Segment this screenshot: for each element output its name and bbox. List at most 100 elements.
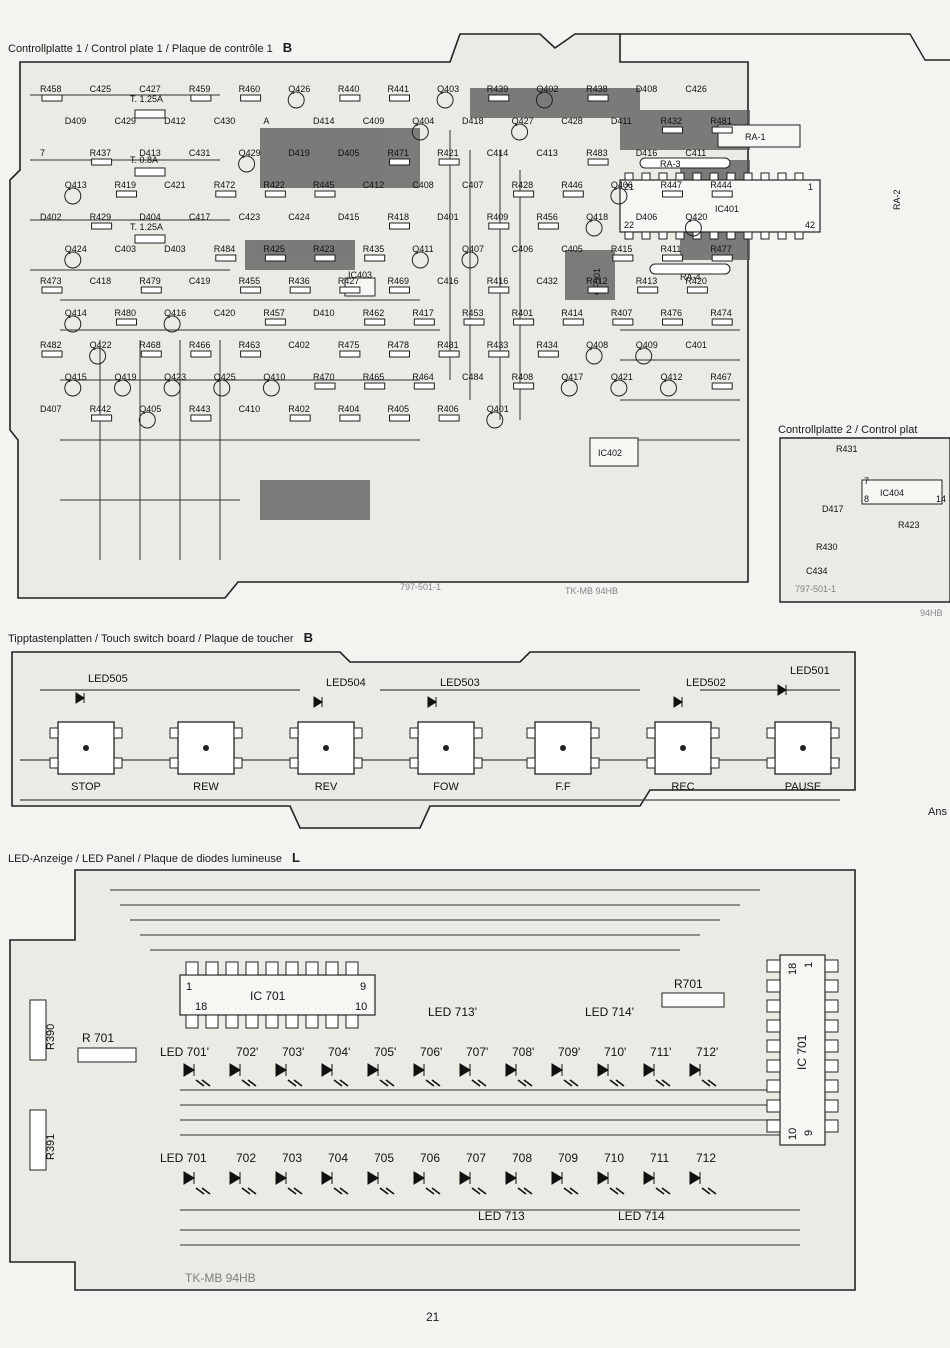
component-label: Q429 [239,148,261,158]
ic-pin [205,961,219,976]
component-label: C408 [412,180,434,190]
component-label: D403 [164,244,186,254]
switch-pad [830,727,840,739]
light-ray-icon [241,1079,257,1087]
ic-pin-label: 9 [360,981,366,993]
ic-pin [766,999,781,1013]
component-label: R439 [487,84,509,94]
transistor-icon [287,91,305,109]
transistor-icon [411,251,429,269]
led-label: 704' [328,1045,350,1059]
component-label: R427 [338,276,360,286]
led-icon [459,1171,471,1185]
touch-switches: STOP REW REV FOW F.F REC PAUSE [49,721,840,793]
resistor-icon [339,350,361,358]
component-label: R483 [586,148,608,158]
led-label: 704 [328,1151,348,1165]
component-label: Q417 [561,372,583,382]
ic-pin [285,1014,299,1029]
resistor-icon [190,94,212,102]
component-label: Q408 [586,340,608,350]
caption-right-cut: Ans [928,806,947,818]
caption-text: LED-Anzeige / LED Panel / Plaque de diod… [8,853,282,865]
resistor-icon [537,222,559,230]
caption-led-panel: LED-Anzeige / LED Panel / Plaque de diod… [8,850,300,865]
ic404-body [861,479,943,505]
component-label: R417 [412,308,434,318]
component-label: R407 [611,308,633,318]
transistor-icon [560,379,578,397]
ic-pin [766,1039,781,1053]
board-letter: B [282,40,293,55]
component-label: R421 [437,148,459,158]
led-label: 706' [420,1045,442,1059]
ic-pin [824,1019,839,1033]
component-label: Q421 [611,372,633,382]
resistor-icon [662,318,683,326]
switch-rec[interactable]: REC [646,721,720,793]
component-label: R432 [661,116,683,126]
switch-rev[interactable]: REV [289,721,363,793]
component-label: C419 [189,276,211,286]
component-label: C427 [139,84,161,94]
ic-label: IC401 [715,204,739,214]
cf-label: CF501 [592,268,602,295]
switch-pause[interactable]: PAUSE [766,721,840,793]
component-label: D413 [139,148,161,158]
ic-pin [325,961,339,976]
light-ray-icon [379,1079,395,1087]
component-label: R476 [661,308,683,318]
resistor-icon [190,350,212,358]
switch-ff[interactable]: F.F [526,721,600,793]
switch-label: F.F [555,781,571,793]
resistor-icon [264,190,286,198]
ic-pin-label: 18 [195,1001,207,1013]
ic-pin [245,1014,259,1029]
component-label: R415 [611,244,633,254]
component-label: D406 [636,212,658,222]
fuse-label: T. 1.25A [130,94,163,104]
led-label: LED 701' [160,1045,209,1059]
light-ray-icon [655,1079,671,1087]
switch-center-dot [323,745,329,751]
led-label: 711' [650,1045,671,1059]
led-icon [551,1171,563,1185]
switch-pad [233,727,243,739]
component-label: Q424 [65,244,87,254]
component-label: R409 [487,212,509,222]
resistor-icon [389,286,410,294]
component-label: R453 [462,308,484,318]
switch-label: REW [193,781,219,793]
led-icon [777,684,787,696]
board-marking: 797-501-1 [795,584,836,594]
switch-pad [169,727,179,739]
component-label: R478 [388,340,410,350]
light-ray-icon [563,1187,579,1195]
component-label: Q427 [512,116,534,126]
component-label: Q419 [115,372,137,382]
led-icon [597,1063,609,1077]
switch-rew[interactable]: REW [169,721,243,793]
resistor-icon [662,190,683,198]
transistor-icon [610,379,628,397]
component-label: R423 [313,244,335,254]
led-label: 702 [236,1151,256,1165]
resistor-icon [314,254,336,262]
led-icon [75,692,85,704]
component-label: D401 [437,212,459,222]
ic-pin [305,1014,319,1029]
switch-fow[interactable]: FOW [409,721,483,793]
control-plate-1-top-notch [620,33,950,61]
resistor-r701-right [661,992,725,1008]
switch-pad [289,727,299,739]
component-label: D416 [636,148,658,158]
resistor-icon [215,190,237,198]
switch-stop[interactable]: STOP [49,721,123,793]
switch-pad [409,727,419,739]
resistor-icon [513,190,535,198]
component-label: C431 [189,148,211,158]
ic-pin [245,961,259,976]
relay-ra1 [717,124,801,148]
resistor-icon [488,350,510,358]
